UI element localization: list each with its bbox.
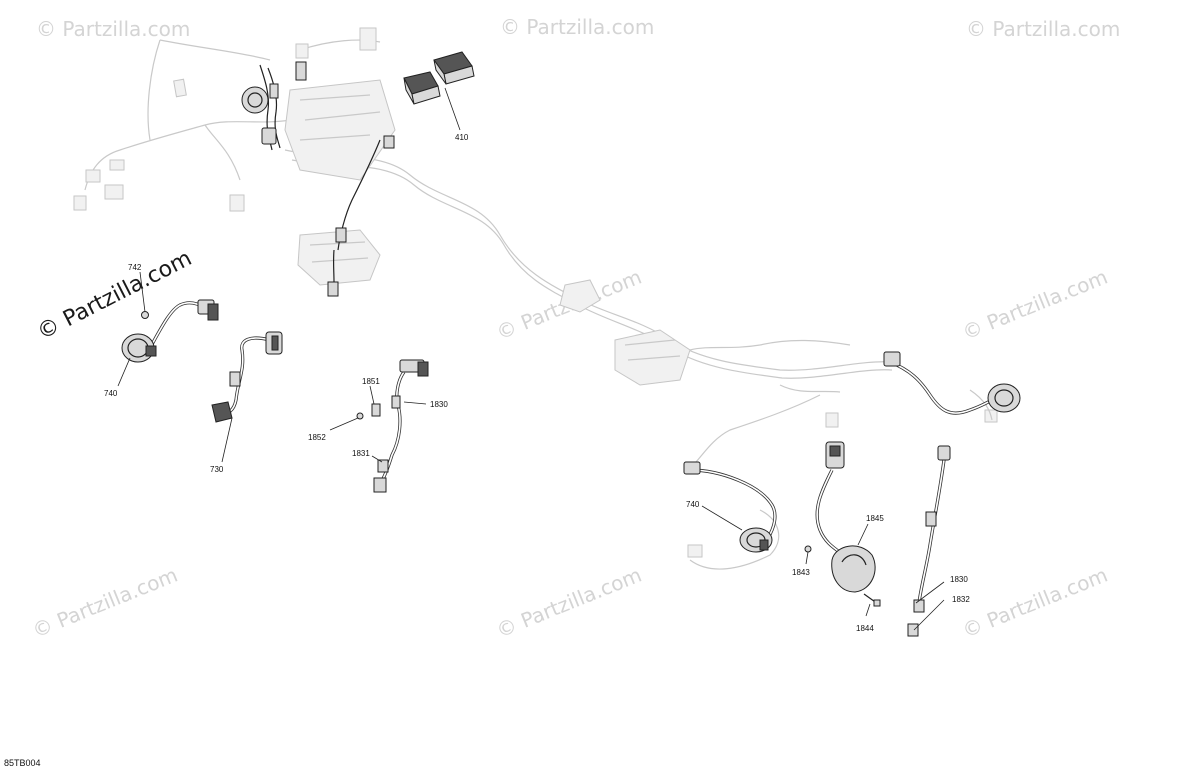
- far-right-connector: [883, 351, 1021, 415]
- callout-1845: 1845: [866, 514, 884, 523]
- callouts: 410 742 740 730 1851 1830 1852 1831 740 …: [104, 133, 970, 633]
- callout-1832: 1832: [952, 595, 970, 604]
- callout-740-right: 740: [686, 500, 700, 509]
- callout-1831: 1831: [352, 449, 370, 458]
- callout-1852: 1852: [308, 433, 326, 442]
- watermark-text: © Partzilla.com: [966, 17, 1120, 41]
- callout-1851: 1851: [362, 377, 380, 386]
- callout-1843: 1843: [792, 568, 810, 577]
- callout-1830-right: 1830: [950, 575, 968, 584]
- callout-410: 410: [455, 133, 469, 142]
- part-740-left: [121, 299, 219, 363]
- watermark-featured: © Partzilla.com: [33, 246, 196, 345]
- callout-1844: 1844: [856, 624, 874, 633]
- part-730: [211, 331, 283, 423]
- relay-410: [403, 51, 475, 105]
- part-1830-center: [356, 359, 429, 493]
- main-harness-ghost: [73, 27, 998, 570]
- part-1830-right: [907, 445, 951, 637]
- watermark-text: © Partzilla.com: [959, 265, 1111, 345]
- diagram-code: 85TB004: [4, 758, 41, 768]
- callout-730: 730: [210, 465, 224, 474]
- watermarks: © Partzilla.com © Partzilla.com © Partzi…: [29, 15, 1120, 643]
- watermark-text: © Partzilla.com: [36, 17, 190, 41]
- watermark-text: © Partzilla.com: [959, 563, 1111, 643]
- watermark-text: © Partzilla.com: [500, 15, 654, 39]
- ignition-coil-assembly: [241, 61, 307, 151]
- part-740-right: [683, 461, 777, 553]
- sensor-on-harness: [327, 135, 395, 297]
- callout-742: 742: [128, 263, 142, 272]
- callout-1830-center: 1830: [430, 400, 448, 409]
- watermark-text: © Partzilla.com: [493, 563, 645, 643]
- callout-740-left: 740: [104, 389, 118, 398]
- leader-lines: [117, 87, 945, 631]
- part-1845: [804, 441, 881, 607]
- watermark-text: © Partzilla.com: [29, 563, 181, 643]
